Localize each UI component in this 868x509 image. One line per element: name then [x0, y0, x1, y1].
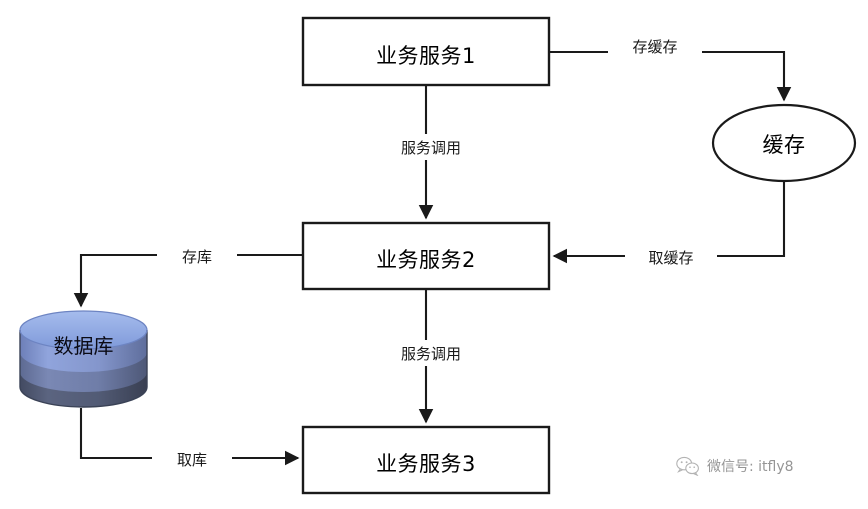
node-database-label: 数据库	[53, 334, 114, 358]
node-service1-shape[interactable]	[301, 16, 551, 87]
edge-label-store-cache: 存缓存	[608, 36, 702, 57]
node-cache-label: 缓存	[762, 133, 806, 157]
watermark: 微信号: itfly8	[676, 456, 794, 476]
edge-label-get-cache: 取缓存	[625, 247, 717, 268]
watermark-text: 微信号: itfly8	[707, 459, 794, 475]
node-database-shape[interactable]	[19, 310, 148, 408]
edge-label-get-db: 取库	[152, 449, 232, 470]
node-service3-shape[interactable]	[301, 425, 551, 495]
edge-store-db	[73, 253, 303, 308]
edge-store-cache	[549, 50, 792, 102]
edge-label-call-1-2: 服务调用	[371, 137, 491, 158]
node-service1-label: 业务服务1	[376, 44, 476, 68]
wechat-icon	[676, 456, 699, 476]
node-service2-label: 业务服务2	[376, 248, 476, 272]
node-service3-label: 业务服务3	[376, 452, 476, 476]
node-service2-shape[interactable]	[301, 221, 551, 291]
edge-get-cache	[552, 181, 786, 264]
edge-label-call-2-3: 服务调用	[371, 343, 491, 364]
edge-label-store-db: 存库	[157, 246, 237, 267]
edge-get-db	[79, 408, 300, 466]
